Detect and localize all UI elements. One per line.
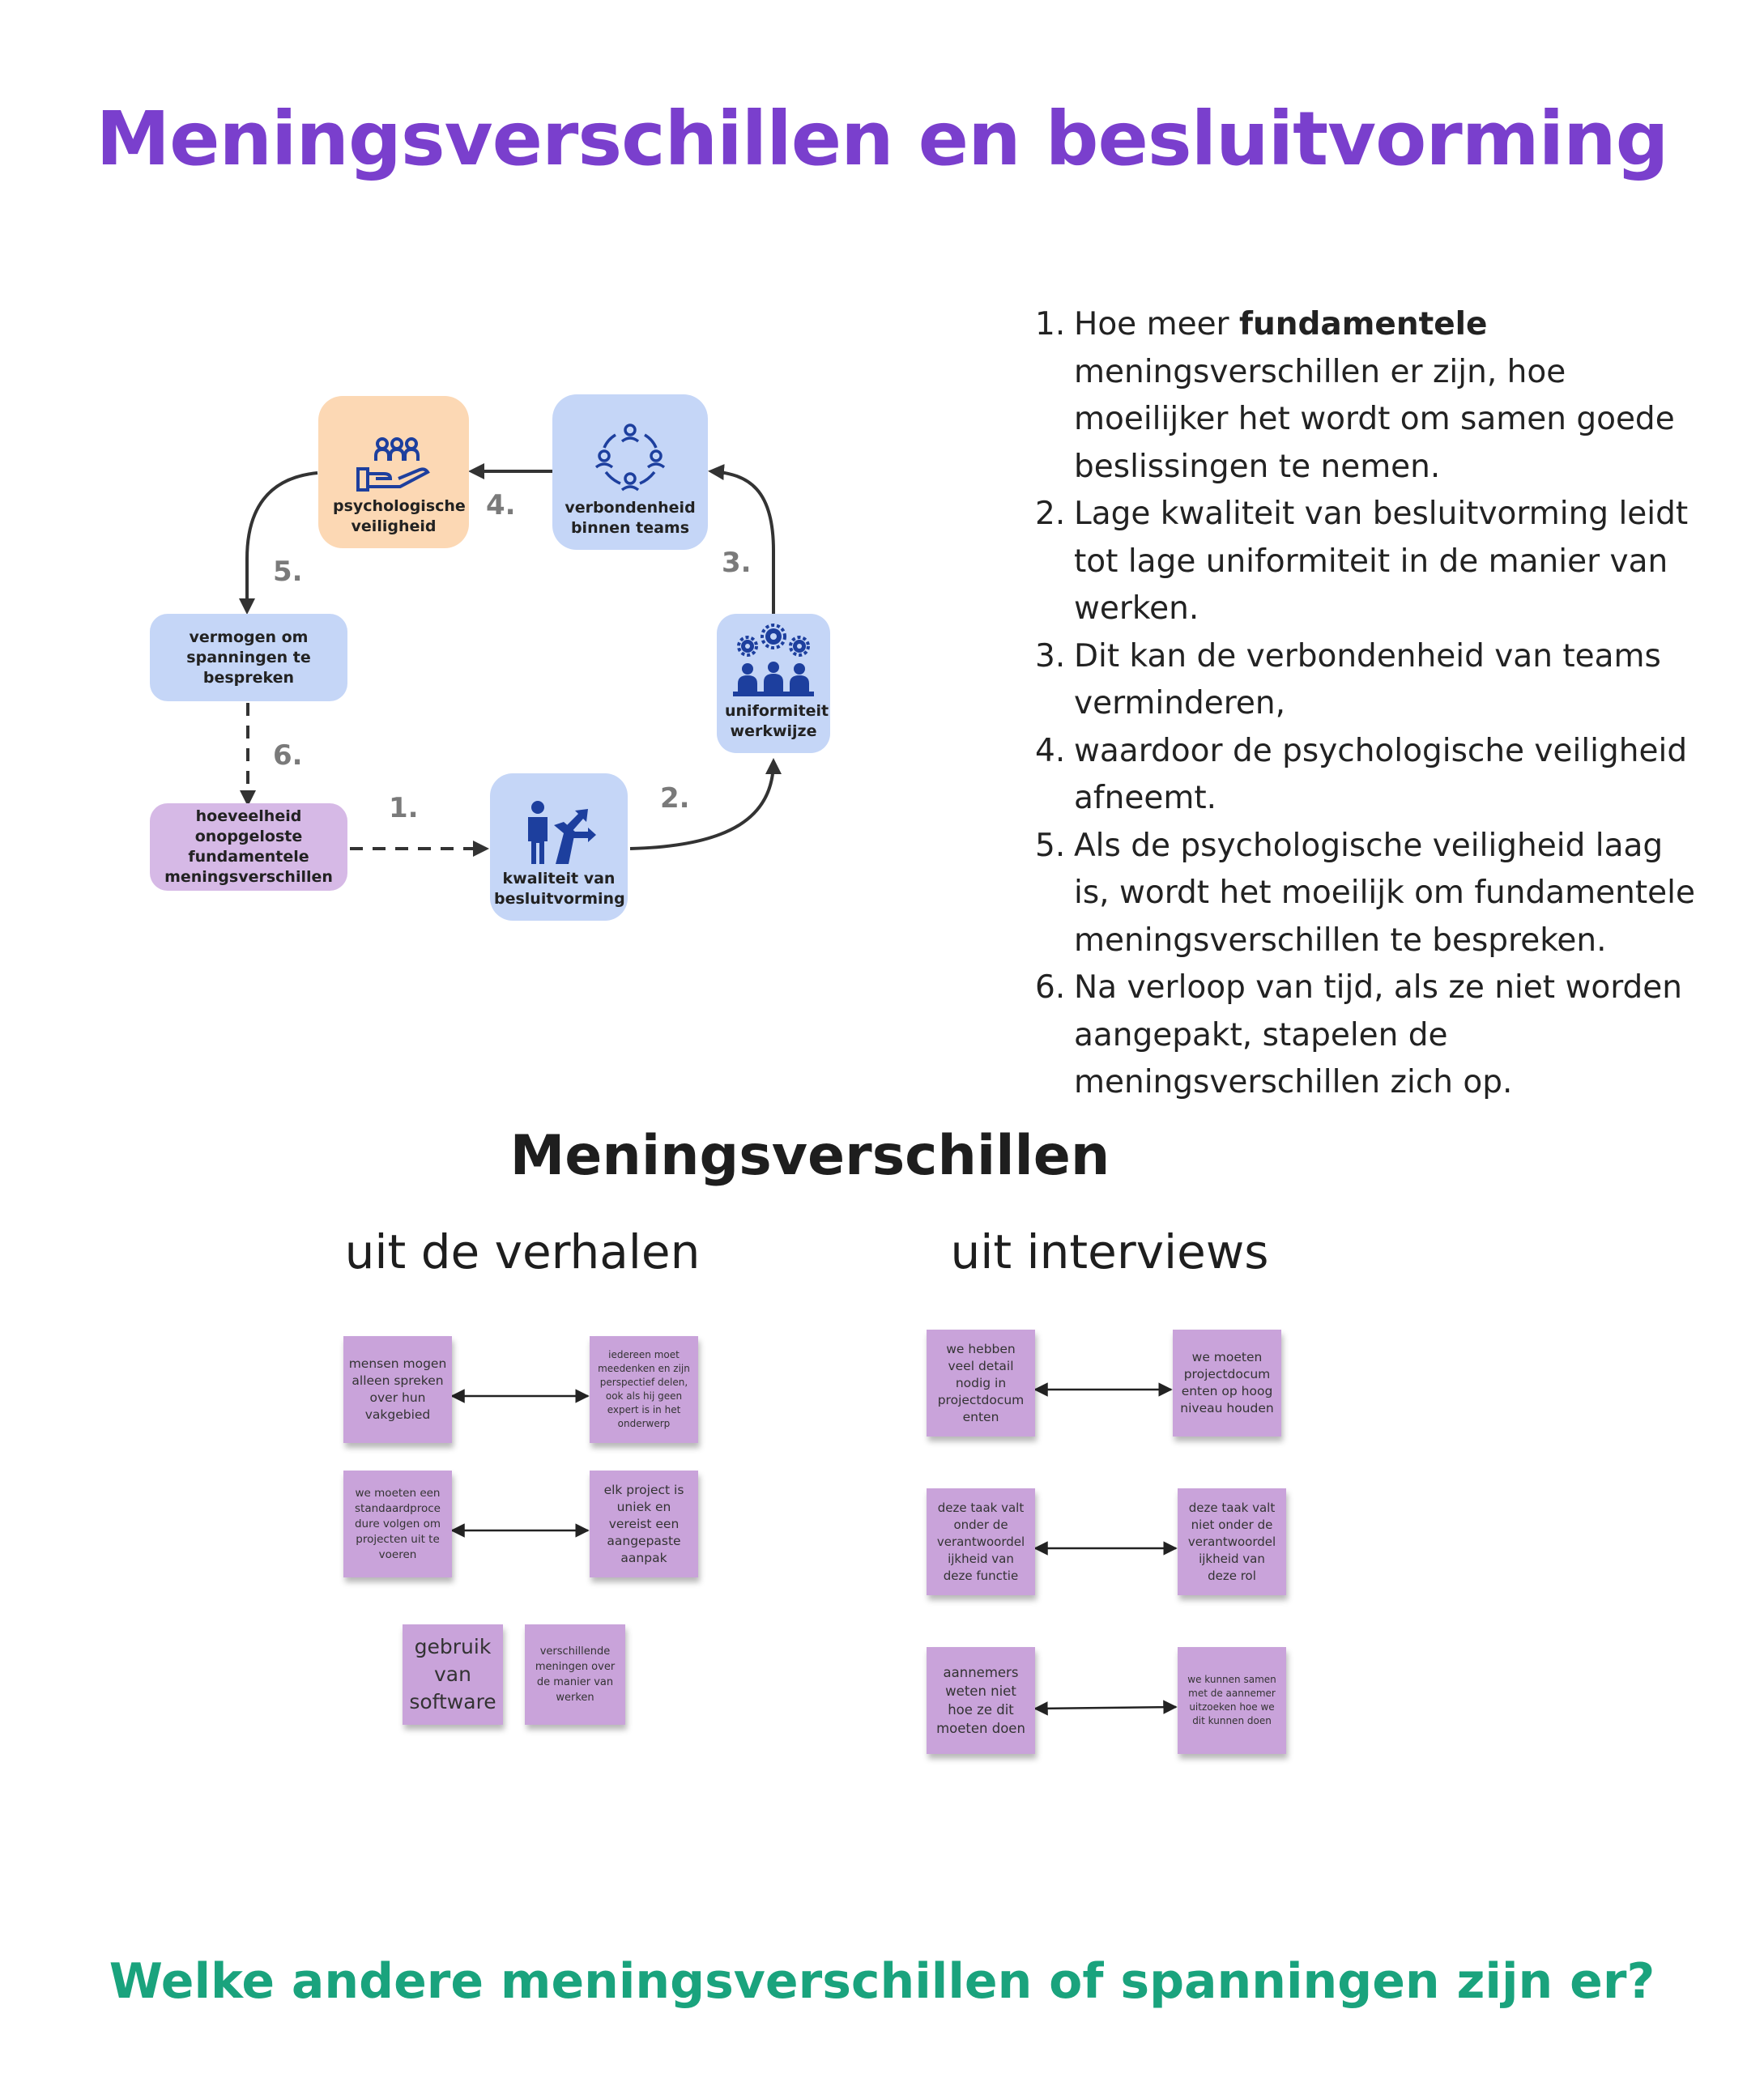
node-psychologische-veiligheid: psychologische veiligheid (318, 396, 469, 548)
sticky-note[interactable]: we hebben veel detail nodig in projectdo… (927, 1330, 1035, 1437)
node-vermogen: vermogen om spanningen te bespreken (150, 614, 347, 701)
step-label-4: 4. (486, 489, 516, 521)
page-title: Meningsverschillen en besluitvorming (96, 96, 1669, 182)
helping-hand-people-icon (356, 437, 430, 492)
explanation-item: 2.Lage kwaliteit van besluitvorming leid… (1035, 496, 1689, 627)
node-label: hoeveelheid onopgeloste fundamentele men… (164, 807, 333, 886)
sticky-note[interactable]: mensen mogen alleen spreken over hun vak… (343, 1336, 452, 1443)
explanation-item: 5.Als de psychologische veiligheid laag … (1035, 827, 1695, 959)
column-title-interviews: uit interviews (950, 1224, 1269, 1279)
sticky-note[interactable]: iedereen moet meedenken en zijn perspect… (590, 1336, 698, 1443)
arrow-3 (708, 464, 775, 614)
team-gears-icon (733, 624, 814, 696)
step-label-6: 6. (273, 739, 303, 772)
explanation-list: 1.Hoe meer fundamentele meningsverschill… (1035, 301, 1699, 1107)
node-kwaliteit: kwaliteit van besluitvorming (490, 773, 628, 921)
sticky-note[interactable]: gebruik van software (403, 1624, 503, 1725)
column-title-verhalen: uit de verhalen (344, 1224, 701, 1279)
step-label-5: 5. (273, 555, 303, 588)
step-label-1: 1. (389, 792, 419, 824)
node-verbondenheid: verbondenheid binnen teams (552, 394, 708, 550)
sticky-note[interactable]: elk project is uniek en vereist een aang… (590, 1471, 698, 1577)
arrow-2 (629, 758, 782, 850)
node-label: verbondenheid binnen teams (565, 499, 696, 537)
sticky-note[interactable]: deze taak valt onder de verantwoordel ij… (927, 1488, 1035, 1595)
decision-crossroads-icon (528, 801, 596, 864)
sticky-note[interactable]: verschillende meningen over de manier va… (525, 1624, 625, 1725)
explanation-item: 3.Dit kan de verbondenheid van teams ver… (1035, 637, 1661, 722)
double-arrow (1033, 1700, 1178, 1716)
node-label: kwaliteit van besluitvorming (494, 870, 625, 908)
node-uniformiteit: uniformiteit werkwijze (717, 614, 830, 753)
connected-people-icon (594, 424, 666, 492)
sticky-note[interactable]: we moeten een standaardproce dure volgen… (343, 1471, 452, 1577)
arrow-5 (239, 471, 318, 615)
sticky-note[interactable]: deze taak valt niet onder de verantwoord… (1178, 1488, 1286, 1595)
sticky-note[interactable]: we kunnen samen met de aannemer uitzoeke… (1178, 1647, 1286, 1754)
node-label: psychologische veiligheid (333, 497, 466, 535)
explanation-item: 4.waardoor de psychologische veiligheid … (1035, 732, 1688, 817)
node-hoeveelheid: hoeveelheid onopgeloste fundamentele men… (150, 803, 347, 891)
explanation-item: 1.Hoe meer fundamentele meningsverschill… (1035, 306, 1675, 485)
node-label: vermogen om spanningen te bespreken (186, 628, 311, 687)
sticky-arrows (450, 1382, 1178, 1716)
sticky-note[interactable]: we moeten projectdocum enten op hoog niv… (1173, 1330, 1281, 1437)
sticky-note[interactable]: aannemers weten niet hoe ze dit moeten d… (927, 1647, 1035, 1754)
explanation-item: 6.Na verloop van tijd, als ze niet worde… (1035, 969, 1683, 1100)
section-title: Meningsverschillen (509, 1124, 1110, 1188)
step-label-2: 2. (660, 782, 690, 815)
step-label-3: 3. (722, 547, 752, 579)
cycle-arrows (239, 463, 782, 857)
closing-question: Welke andere meningsverschillen of spann… (109, 1953, 1655, 2010)
node-label: uniformiteit werkwijze (725, 702, 829, 740)
